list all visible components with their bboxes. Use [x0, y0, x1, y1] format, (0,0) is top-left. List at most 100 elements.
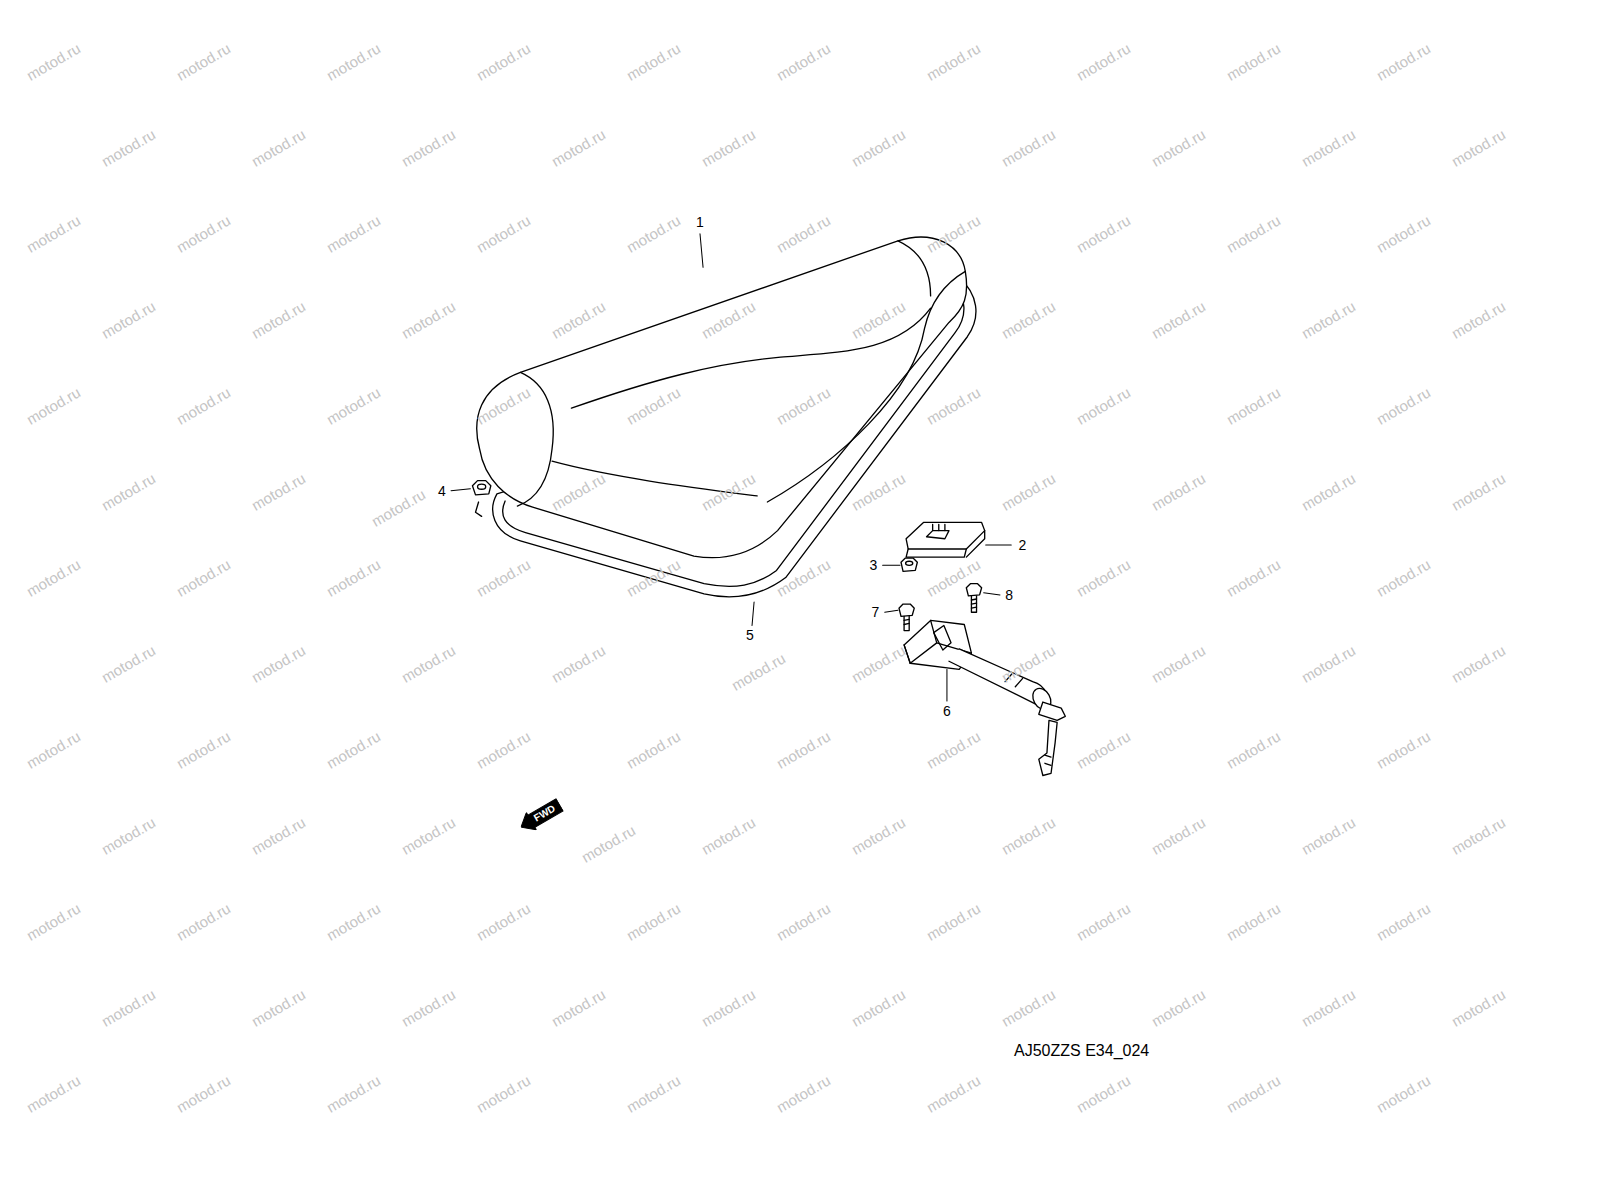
watermark: motod.ru	[1374, 384, 1433, 427]
watermark: motod.ru	[1299, 298, 1358, 341]
nut	[901, 558, 917, 571]
watermark: motod.ru	[1449, 298, 1508, 341]
watermark: motod.ru	[99, 642, 158, 685]
watermark: motod.ru	[99, 298, 158, 341]
watermark: motod.ru	[699, 126, 758, 169]
watermark: motod.ru	[474, 900, 533, 943]
watermark: motod.ru	[924, 1072, 983, 1115]
watermark: motod.ru	[924, 384, 983, 427]
watermark: motod.ru	[474, 1072, 533, 1115]
watermark: motod.ru	[624, 728, 683, 771]
watermark: motod.ru	[474, 556, 533, 599]
watermark: motod.ru	[1299, 986, 1358, 1029]
watermark: motod.ru	[249, 298, 308, 341]
watermark: motod.ru	[174, 40, 233, 83]
watermark: motod.ru	[1374, 212, 1433, 255]
watermark: motod.ru	[1449, 126, 1508, 169]
watermark: motod.ru	[1149, 126, 1208, 169]
watermark: motod.ru	[324, 384, 383, 427]
watermark: motod.ru	[624, 900, 683, 943]
watermark: motod.ru	[24, 40, 83, 83]
watermark: motod.ru	[1074, 900, 1133, 943]
seat-lock	[904, 620, 1065, 775]
watermark: motod.ru	[24, 1072, 83, 1115]
watermark: motod.ru	[324, 728, 383, 771]
watermark: motod.ru	[1224, 212, 1283, 255]
drawing-code: AJ50ZZS E34_024	[1014, 1043, 1149, 1059]
watermark: motod.ru	[549, 986, 608, 1029]
watermark: motod.ru	[1149, 642, 1208, 685]
watermark: motod.ru	[624, 384, 683, 427]
watermark: motod.ru	[99, 126, 158, 169]
watermark: motod.ru	[249, 470, 308, 513]
watermark: motod.ru	[399, 986, 458, 1029]
watermark: motod.ru	[99, 470, 158, 513]
watermark: motod.ru	[774, 40, 833, 83]
callout-number: 7	[872, 605, 880, 619]
watermark: motod.ru	[1074, 384, 1133, 427]
watermark: motod.ru	[849, 126, 908, 169]
direction-arrow: FWD	[516, 796, 565, 836]
watermark: motod.ru	[624, 212, 683, 255]
watermark: motod.ru	[399, 298, 458, 341]
seat-bracket	[906, 522, 985, 557]
watermark: motod.ru	[1074, 40, 1133, 83]
watermark: motod.ru	[1449, 814, 1508, 857]
seat-contour	[898, 241, 931, 296]
watermark: motod.ru	[324, 556, 383, 599]
watermark: motod.ru	[474, 212, 533, 255]
watermark: motod.ru	[1224, 900, 1283, 943]
watermark: motod.ru	[474, 728, 533, 771]
watermark: motod.ru	[699, 814, 758, 857]
watermark: motod.ru	[174, 556, 233, 599]
watermark: motod.ru	[849, 814, 908, 857]
watermark: motod.ru	[1149, 470, 1208, 513]
watermark: motod.ru	[1374, 40, 1433, 83]
watermark: motod.ru	[699, 298, 758, 341]
watermark: motod.ru	[924, 40, 983, 83]
watermark: motod.ru	[1074, 212, 1133, 255]
watermark: motod.ru	[1299, 642, 1358, 685]
callout-number: 2	[1019, 538, 1027, 552]
watermark: motod.ru	[999, 814, 1058, 857]
watermark: motod.ru	[849, 298, 908, 341]
watermark: motod.ru	[369, 486, 428, 529]
watermark: motod.ru	[249, 126, 308, 169]
watermark: motod.ru	[1074, 556, 1133, 599]
watermark: motod.ru	[774, 1072, 833, 1115]
watermark: motod.ru	[729, 650, 788, 693]
watermark: motod.ru	[549, 298, 608, 341]
watermark: motod.ru	[549, 470, 608, 513]
watermark: motod.ru	[624, 40, 683, 83]
callout-number: 8	[1005, 588, 1013, 602]
watermark: motod.ru	[999, 298, 1058, 341]
callout-number: 1	[696, 215, 704, 229]
callout-number: 4	[438, 484, 446, 498]
watermark: motod.ru	[624, 1072, 683, 1115]
watermark: motod.ru	[324, 212, 383, 255]
watermark: motod.ru	[924, 212, 983, 255]
watermark: motod.ru	[324, 900, 383, 943]
watermark: motod.ru	[699, 470, 758, 513]
watermark: motod.ru	[999, 642, 1058, 685]
watermark: motod.ru	[1074, 1072, 1133, 1115]
watermark: motod.ru	[774, 728, 833, 771]
watermark: motod.ru	[774, 212, 833, 255]
callout-number: 6	[943, 704, 951, 718]
watermark: motod.ru	[1449, 470, 1508, 513]
watermark: motod.ru	[99, 986, 158, 1029]
watermark: motod.ru	[399, 642, 458, 685]
watermark: motod.ru	[1374, 900, 1433, 943]
watermark: motod.ru	[1374, 556, 1433, 599]
watermark: motod.ru	[249, 986, 308, 1029]
watermark: motod.ru	[774, 384, 833, 427]
watermark: motod.ru	[174, 212, 233, 255]
watermark: motod.ru	[474, 40, 533, 83]
watermark: motod.ru	[24, 728, 83, 771]
watermark: motod.ru	[1449, 642, 1508, 685]
watermark: motod.ru	[1449, 986, 1508, 1029]
watermark: motod.ru	[924, 900, 983, 943]
watermark: motod.ru	[999, 126, 1058, 169]
nut	[472, 481, 490, 517]
